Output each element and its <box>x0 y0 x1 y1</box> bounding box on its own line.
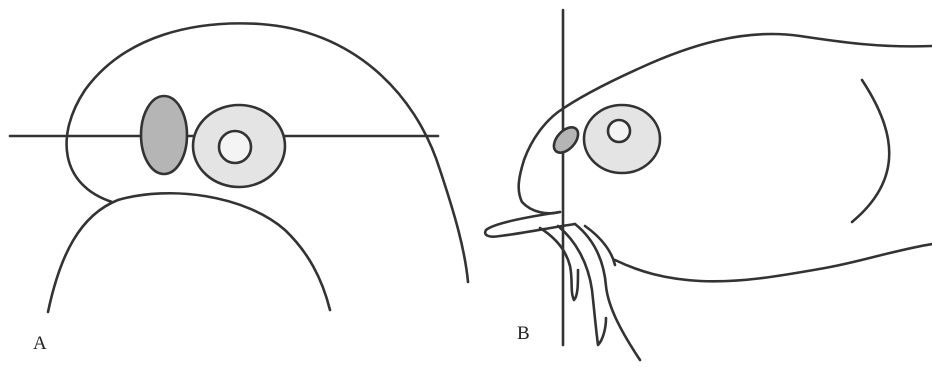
panel-b-proboscis <box>485 212 575 237</box>
panel-b-body-top-outline <box>519 34 932 213</box>
panel-b-gland-shape <box>549 123 582 157</box>
panel-a-lower-body-outline <box>48 193 330 312</box>
panel-a-label: A <box>33 334 47 353</box>
panel-b-back-contour <box>852 80 889 222</box>
panel-a-drawing <box>10 23 468 312</box>
panel-b-leg-2 <box>558 226 606 345</box>
panel-a-pupil <box>219 131 251 163</box>
panel-b-drawing <box>485 10 932 360</box>
panel-b-leg-3 <box>575 224 640 360</box>
panel-b-pupil <box>608 120 630 142</box>
panel-b-body-bottom-outline <box>615 244 932 281</box>
panel-a-gland-shape <box>141 96 187 174</box>
panel-b-label: B <box>517 324 530 343</box>
